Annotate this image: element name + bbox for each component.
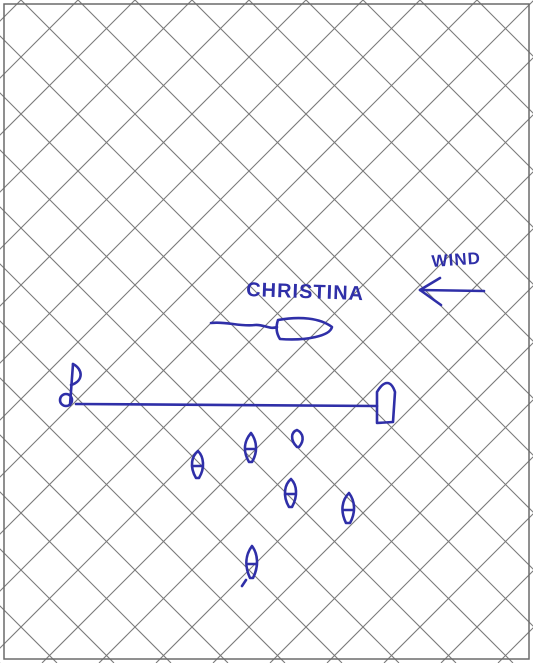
grid-line bbox=[383, 513, 533, 663]
grid-line bbox=[0, 377, 286, 663]
small-boat-icon bbox=[290, 428, 304, 449]
grid-line bbox=[0, 491, 172, 663]
small-boat-icon bbox=[190, 449, 205, 480]
grid-line bbox=[362, 0, 533, 171]
grid-line bbox=[155, 285, 533, 663]
grid-line bbox=[0, 263, 400, 663]
start-line bbox=[74, 402, 379, 408]
grid-line bbox=[0, 149, 514, 663]
grid-line bbox=[419, 0, 533, 114]
christina-label: CHRISTINA bbox=[246, 279, 365, 305]
small-boat-icon bbox=[283, 477, 298, 509]
grid-line bbox=[305, 0, 533, 228]
grid-line bbox=[191, 0, 533, 342]
grid-line bbox=[0, 0, 250, 250]
grid-line bbox=[20, 0, 533, 513]
grid-line bbox=[134, 0, 533, 399]
fleet-boats bbox=[190, 428, 356, 588]
grid-line bbox=[212, 342, 533, 663]
grid-line bbox=[326, 456, 533, 663]
grid-line bbox=[0, 0, 136, 136]
committee-boat-icon bbox=[375, 381, 397, 425]
flag-pin-icon bbox=[58, 362, 82, 408]
grid-line bbox=[77, 0, 533, 456]
grid-line bbox=[41, 171, 533, 663]
christina-boat bbox=[209, 316, 334, 341]
grid-line bbox=[0, 434, 229, 663]
grid-line bbox=[269, 399, 533, 663]
grid-line bbox=[0, 0, 193, 193]
grid-line bbox=[0, 206, 457, 663]
wind-arrow-icon bbox=[418, 276, 486, 307]
grid-line bbox=[0, 0, 307, 307]
wind-label: WIND bbox=[431, 249, 482, 271]
christina-wake-line bbox=[209, 321, 279, 330]
grid-line bbox=[0, 0, 478, 478]
grid-line bbox=[0, 0, 364, 364]
small-boat-icon bbox=[341, 491, 356, 525]
grid-line bbox=[248, 0, 533, 285]
small-boat-icon bbox=[240, 544, 259, 588]
small-boat-icon bbox=[243, 431, 258, 464]
paper-border bbox=[3, 3, 530, 660]
grid-line bbox=[0, 0, 421, 421]
grid-line bbox=[98, 228, 533, 663]
sailboat-icon bbox=[275, 316, 334, 341]
grid-line bbox=[0, 320, 343, 663]
